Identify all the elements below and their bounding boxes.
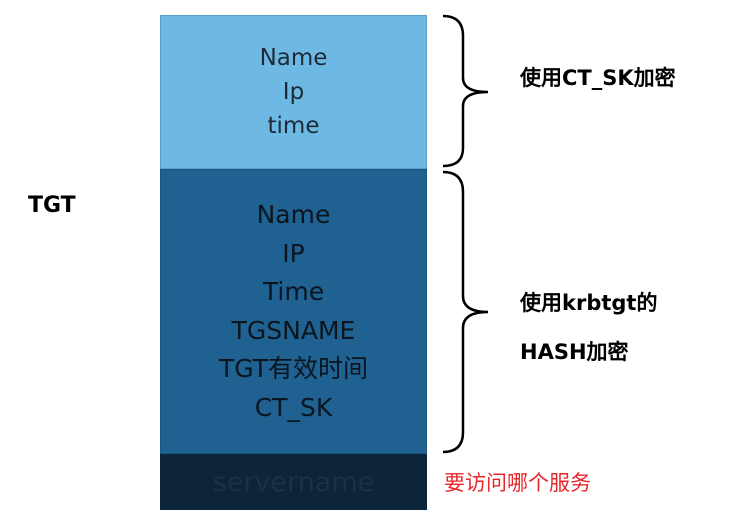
field-ip: IP — [282, 238, 305, 268]
field-time: Time — [262, 277, 325, 306]
mid-brace — [442, 170, 489, 454]
field-tgt-validity: TGT有效时间 — [218, 354, 369, 383]
annotation-ct-sk-encrypt: 使用CT_SK加密 — [520, 66, 676, 90]
tgt-krbtgt-encrypted-block: Name IP Time TGSNAME TGT有效时间 CT_SK — [160, 169, 427, 454]
annotation-service-to-access: 要访问哪个服务 — [444, 471, 591, 495]
servername-block: servername — [160, 454, 427, 510]
field-tgsname: TGSNAME — [231, 315, 356, 345]
tgt-label: TGT — [28, 193, 76, 218]
field-ip: Ip — [282, 79, 305, 105]
field-name: Name — [256, 200, 331, 229]
field-name: Name — [259, 45, 328, 71]
field-time: time — [267, 113, 320, 139]
tgt-encrypted-part-block: Name Ip time — [160, 15, 427, 169]
field-servername: servername — [212, 466, 375, 498]
field-ct-sk: CT_SK — [254, 392, 333, 422]
annotation-krbtgt-line2: HASH加密 — [520, 340, 629, 364]
annotation-krbtgt-line1: 使用krbtgt的 — [520, 291, 658, 315]
top-brace — [442, 14, 489, 168]
